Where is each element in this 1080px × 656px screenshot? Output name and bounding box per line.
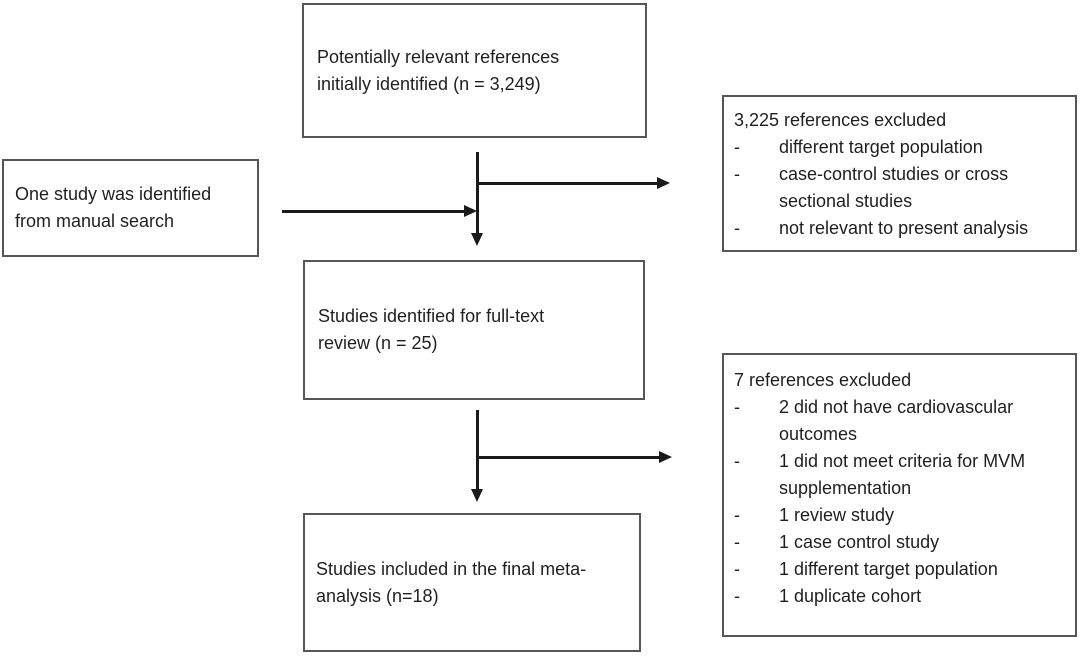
excluded-reason-text: 1 different target population	[779, 559, 998, 579]
connector-excluded-full-text-line	[478, 456, 660, 459]
node-included-studies: Studies included in the final meta- anal…	[303, 513, 641, 652]
excluded-reason-item: - 1 did not meet criteria for MVM supplem…	[734, 448, 1069, 502]
excluded-reason-text: 1 review study	[779, 505, 895, 525]
excluded-reason-item: - 1 case control study	[734, 529, 1069, 556]
node-identified-references-text: Potentially relevant references initiall…	[317, 46, 560, 94]
dash-bullet-icon: -	[734, 586, 740, 606]
excluded-reason-text: case-control studies or cross sectional …	[779, 164, 1009, 211]
node-full-text-review: Studies identified for full-text review …	[303, 260, 645, 400]
connector-fulltext-to-included-line	[476, 410, 479, 490]
node-included-studies-text: Studies included in the final meta- anal…	[316, 558, 587, 606]
excluded-reason-item: - different target population	[734, 134, 1069, 161]
dash-bullet-icon: -	[734, 451, 740, 471]
connector-identified-to-fulltext-arrowhead-icon	[471, 233, 483, 246]
node-manual-search: One study was identified from manual sea…	[2, 159, 259, 257]
dash-bullet-icon: -	[734, 505, 740, 525]
node-excluded-initial: 3,225 references excluded - different tar…	[722, 95, 1077, 252]
dash-bullet-icon: -	[734, 218, 740, 238]
excluded-reason-item: - 1 review study	[734, 502, 1069, 529]
node-excluded-full-text: 7 references excluded - 2 did not have ca…	[722, 353, 1077, 637]
excluded-reason-item: - not relevant to present analysis	[734, 215, 1069, 242]
dash-bullet-icon: -	[734, 559, 740, 579]
excluded-reason-item: - 2 did not have cardiovascular outcomes	[734, 394, 1069, 448]
dash-bullet-icon: -	[734, 137, 740, 157]
excluded-reason-text: 1 case control study	[779, 532, 940, 552]
excluded-initial-reasons-list: - different target population - case-contro…	[734, 134, 1069, 242]
dash-bullet-icon: -	[734, 532, 740, 552]
connector-manual-search-arrowhead-icon	[464, 205, 477, 217]
connector-manual-search-line	[282, 210, 464, 213]
connector-excluded-initial-line	[478, 182, 658, 185]
connector-fulltext-to-included-arrowhead-icon	[471, 489, 483, 502]
excluded-reason-text: 2 did not have cardiovascular outcomes	[779, 397, 1014, 444]
node-excluded-full-text-title: 7 references excluded	[734, 370, 912, 390]
excluded-reason-text: 1 duplicate cohort	[779, 586, 922, 606]
excluded-reason-item: - case-control studies or cross sectional…	[734, 161, 1069, 215]
node-manual-search-text: One study was identified from manual sea…	[15, 184, 212, 231]
connector-excluded-full-text-arrowhead-icon	[659, 451, 672, 463]
excluded-reason-item: - 1 different target population	[734, 556, 1069, 583]
excluded-reason-text: not relevant to present analysis	[779, 218, 1029, 238]
excluded-reason-text: 1 did not meet criteria for MVM suppleme…	[779, 451, 1026, 498]
node-identified-references: Potentially relevant references initiall…	[302, 3, 647, 138]
node-excluded-initial-title: 3,225 references excluded	[734, 110, 947, 130]
node-full-text-review-text: Studies identified for full-text review …	[318, 306, 545, 353]
excluded-reason-item: - 1 duplicate cohort	[734, 583, 1069, 610]
connector-excluded-initial-arrowhead-icon	[657, 177, 670, 189]
dash-bullet-icon: -	[734, 164, 740, 184]
excluded-full-text-reasons-list: -2 did not have cardiovascular outcomes-…	[734, 394, 1069, 610]
excluded-reason-text: different target population	[779, 137, 983, 157]
dash-bullet-icon: -	[734, 397, 740, 417]
connector-identified-to-fulltext-line	[476, 152, 479, 234]
